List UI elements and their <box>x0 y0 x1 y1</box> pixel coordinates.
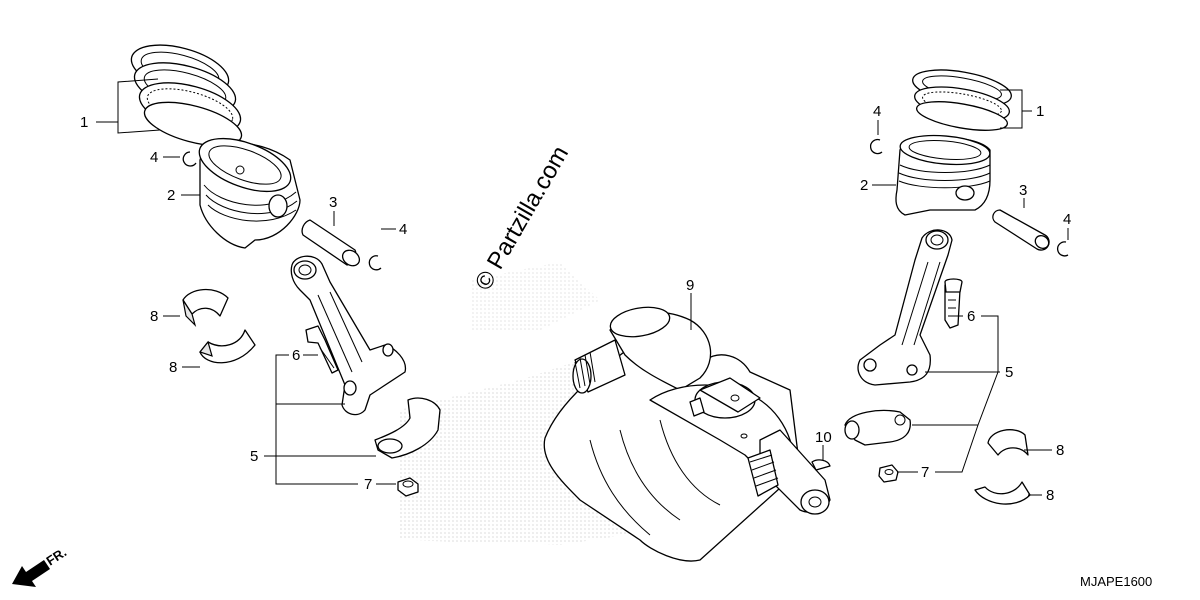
left-connecting-rod[interactable] <box>290 255 407 416</box>
arrow-left-down-icon <box>12 560 50 587</box>
callout-left-clip-b[interactable]: 4 <box>399 221 407 238</box>
left-piston[interactable] <box>192 128 301 249</box>
crankshaft-key[interactable] <box>811 459 831 471</box>
crankshaft[interactable] <box>543 303 831 562</box>
right-connecting-rod[interactable] <box>857 229 953 386</box>
callout-right-clip-a[interactable]: 4 <box>873 103 881 120</box>
front-label: FR. <box>43 545 69 569</box>
left-rod-cap[interactable] <box>374 397 441 459</box>
leader-lines <box>96 78 1069 496</box>
callout-right-bearing-b[interactable]: 8 <box>1046 487 1054 504</box>
callout-left-bearing-b[interactable]: 8 <box>169 359 177 376</box>
callout-left-pin[interactable]: 3 <box>329 194 337 211</box>
left-rod-bolt[interactable] <box>305 325 339 374</box>
callout-left-clip-a[interactable]: 4 <box>150 149 158 166</box>
left-piston-pin[interactable] <box>301 219 362 269</box>
callout-key[interactable]: 10 <box>815 429 832 446</box>
left-piston-rings[interactable] <box>126 36 246 155</box>
callout-right-clip-b[interactable]: 4 <box>1063 211 1071 228</box>
left-bearing-lower[interactable] <box>198 329 256 364</box>
callout-right-nut[interactable]: 7 <box>921 464 929 481</box>
callout-left-bearing-a[interactable]: 8 <box>150 308 158 325</box>
right-pin-clip[interactable] <box>1056 241 1069 257</box>
callout-right-bearing-a[interactable]: 8 <box>1056 442 1064 459</box>
right-bearing-lower[interactable] <box>974 481 1031 505</box>
callout-crankshaft[interactable]: 9 <box>686 277 694 294</box>
right-rod-bolt[interactable] <box>944 278 963 329</box>
callout-right-rings[interactable]: 1 <box>1036 103 1044 120</box>
front-direction-indicator: FR. <box>12 545 69 587</box>
callout-left-piston[interactable]: 2 <box>167 187 175 204</box>
right-rod-nut[interactable] <box>878 464 899 483</box>
callout-left-nut[interactable]: 7 <box>364 476 372 493</box>
right-piston-pin[interactable] <box>992 209 1051 251</box>
left-piston-clip-top[interactable] <box>182 151 197 167</box>
left-rod-nut[interactable] <box>397 477 419 497</box>
callout-right-bolt[interactable]: 6 <box>967 308 975 325</box>
right-piston-rings[interactable] <box>910 64 1014 136</box>
diagram-code: MJAPE1600 <box>1080 574 1152 589</box>
callout-labels: 1 4 2 3 4 8 8 6 5 7 9 10 1 4 2 3 4 6 5 7… <box>80 103 1071 504</box>
callout-right-pin[interactable]: 3 <box>1019 182 1027 199</box>
left-pin-clip[interactable] <box>368 255 382 271</box>
callout-left-bolt[interactable]: 6 <box>292 347 300 364</box>
right-piston[interactable] <box>895 132 991 216</box>
callout-left-rings[interactable]: 1 <box>80 114 88 131</box>
right-piston-clip-top[interactable] <box>869 138 883 155</box>
left-bearing-upper[interactable] <box>182 288 229 328</box>
right-bearing-upper[interactable] <box>987 429 1029 456</box>
right-rod-cap[interactable] <box>844 409 911 446</box>
callout-right-rod[interactable]: 5 <box>1005 364 1013 381</box>
callout-right-piston[interactable]: 2 <box>860 177 868 194</box>
callout-left-rod[interactable]: 5 <box>250 448 258 465</box>
